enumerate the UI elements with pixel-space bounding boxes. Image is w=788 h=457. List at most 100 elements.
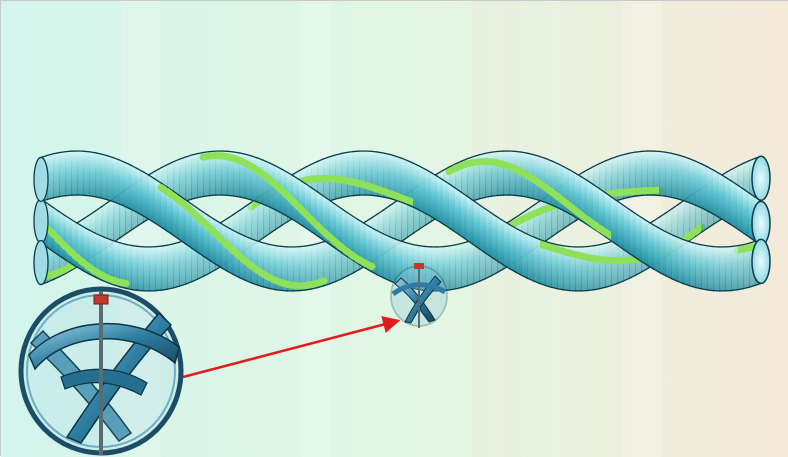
strand-3-segment <box>509 151 516 195</box>
strand-3-segment <box>149 175 156 223</box>
strand-3-segment <box>689 242 696 288</box>
strand-3-segment <box>125 162 132 209</box>
strand-3-segment <box>71 151 78 195</box>
strand-2-segment <box>449 245 456 290</box>
strand-1-segment <box>173 242 180 288</box>
strand-3-segment <box>77 151 84 195</box>
strand-1-segment <box>503 221 510 269</box>
strand-2-outline <box>443 246 450 247</box>
strand-2-segment <box>251 156 258 202</box>
strand-3-segment <box>53 152 60 197</box>
strand-2-segment <box>467 239 474 285</box>
strand-2-segment <box>263 160 270 207</box>
strand-3-outline <box>83 151 90 152</box>
strand-1-segment <box>521 231 528 278</box>
strand-2-segment <box>701 164 708 211</box>
strand-3-segment <box>707 246 714 291</box>
strand-3-outline <box>491 195 498 196</box>
strand-3-segment <box>647 221 654 269</box>
strand-1-outline <box>563 246 570 247</box>
strand-3-segment <box>629 209 636 258</box>
strand-3-segment <box>653 225 660 273</box>
strand-1-segment <box>533 237 540 284</box>
strand-2-segment <box>671 153 678 199</box>
strand-3-segment <box>725 246 732 290</box>
strand-2-stripe <box>323 231 330 238</box>
strand-1-outline <box>137 246 144 247</box>
strand-3-segment <box>635 213 642 262</box>
strand-1-segment <box>167 244 174 290</box>
strand-3-segment <box>101 154 108 200</box>
strand-3-segment <box>263 243 270 289</box>
strand-2-segment <box>707 167 714 215</box>
cable-strands <box>34 151 770 291</box>
strand-1-segment <box>347 151 354 196</box>
strand-2-outline <box>209 195 216 196</box>
strand-3-segment <box>659 228 666 276</box>
strand-3-segment <box>497 151 504 195</box>
strand-1-segment <box>179 240 186 286</box>
strand-3-outline <box>515 151 522 152</box>
strand-1-segment <box>419 166 426 214</box>
strand-3-segment <box>113 158 120 205</box>
strand-2-segment <box>713 170 720 218</box>
strand-1-outline <box>563 290 570 291</box>
strand-1-segment <box>461 192 468 241</box>
strand-3-segment <box>671 234 678 281</box>
strand-3-segment <box>65 151 72 196</box>
strand-1-segment <box>455 188 462 237</box>
strand-3-outline <box>65 195 72 196</box>
strand-2-segment <box>665 152 672 197</box>
strand-1-segment <box>449 184 456 233</box>
strand-3-segment <box>95 153 102 199</box>
strand-2-segment <box>731 181 738 230</box>
strand-3-outline <box>83 195 90 196</box>
strand-1-outline <box>587 290 594 291</box>
strand-1-segment <box>599 243 606 289</box>
strand-3-stripe <box>605 232 612 236</box>
strand-3-outline <box>707 246 714 247</box>
strand-2-outline <box>419 246 426 247</box>
strand-1-segment <box>443 180 450 229</box>
strand-1-segment <box>605 241 612 287</box>
strand-1-segment <box>431 173 438 221</box>
strand-3-segment <box>215 220 222 268</box>
strand-1-outline <box>347 151 354 152</box>
strand-3-segment <box>551 161 558 208</box>
strand-3-segment <box>695 243 702 289</box>
strand-1-segment <box>137 246 144 291</box>
strand-3-segment <box>719 247 726 291</box>
strand-1-segment <box>59 211 66 260</box>
strand-1-outline <box>137 290 144 291</box>
strand-3-segment <box>623 205 630 254</box>
strand-2-segment <box>689 159 696 206</box>
strand-2-outline <box>209 151 216 152</box>
strand-2-outline <box>227 195 234 196</box>
strand-1-segment <box>131 245 138 290</box>
strand-3-segment <box>143 172 150 220</box>
strand-1-segment <box>515 228 522 276</box>
strand-1-outline <box>353 151 360 152</box>
strand-3-segment <box>83 151 90 196</box>
strand-1-segment <box>473 200 480 249</box>
strand-2-segment <box>185 155 192 201</box>
strand-3-outline <box>515 195 522 196</box>
strand-3-outline <box>491 151 498 152</box>
strand-2-outline <box>635 151 642 152</box>
strand-2-segment <box>305 183 312 232</box>
strand-2-segment <box>377 231 384 279</box>
strand-1-stripe <box>407 200 414 203</box>
strand-2-outline <box>227 151 234 152</box>
strand-1-segment <box>353 151 360 196</box>
strand-3-outline <box>299 290 306 291</box>
strand-3-segment <box>131 165 138 213</box>
strand-2-segment <box>191 153 198 199</box>
strand-3-segment <box>611 197 618 246</box>
strand-1-outline <box>155 290 162 291</box>
strand-3-outline <box>281 290 288 291</box>
strand-2-segment <box>539 197 546 246</box>
strand-1-segment <box>425 169 432 217</box>
strand-3-segment <box>701 245 708 290</box>
